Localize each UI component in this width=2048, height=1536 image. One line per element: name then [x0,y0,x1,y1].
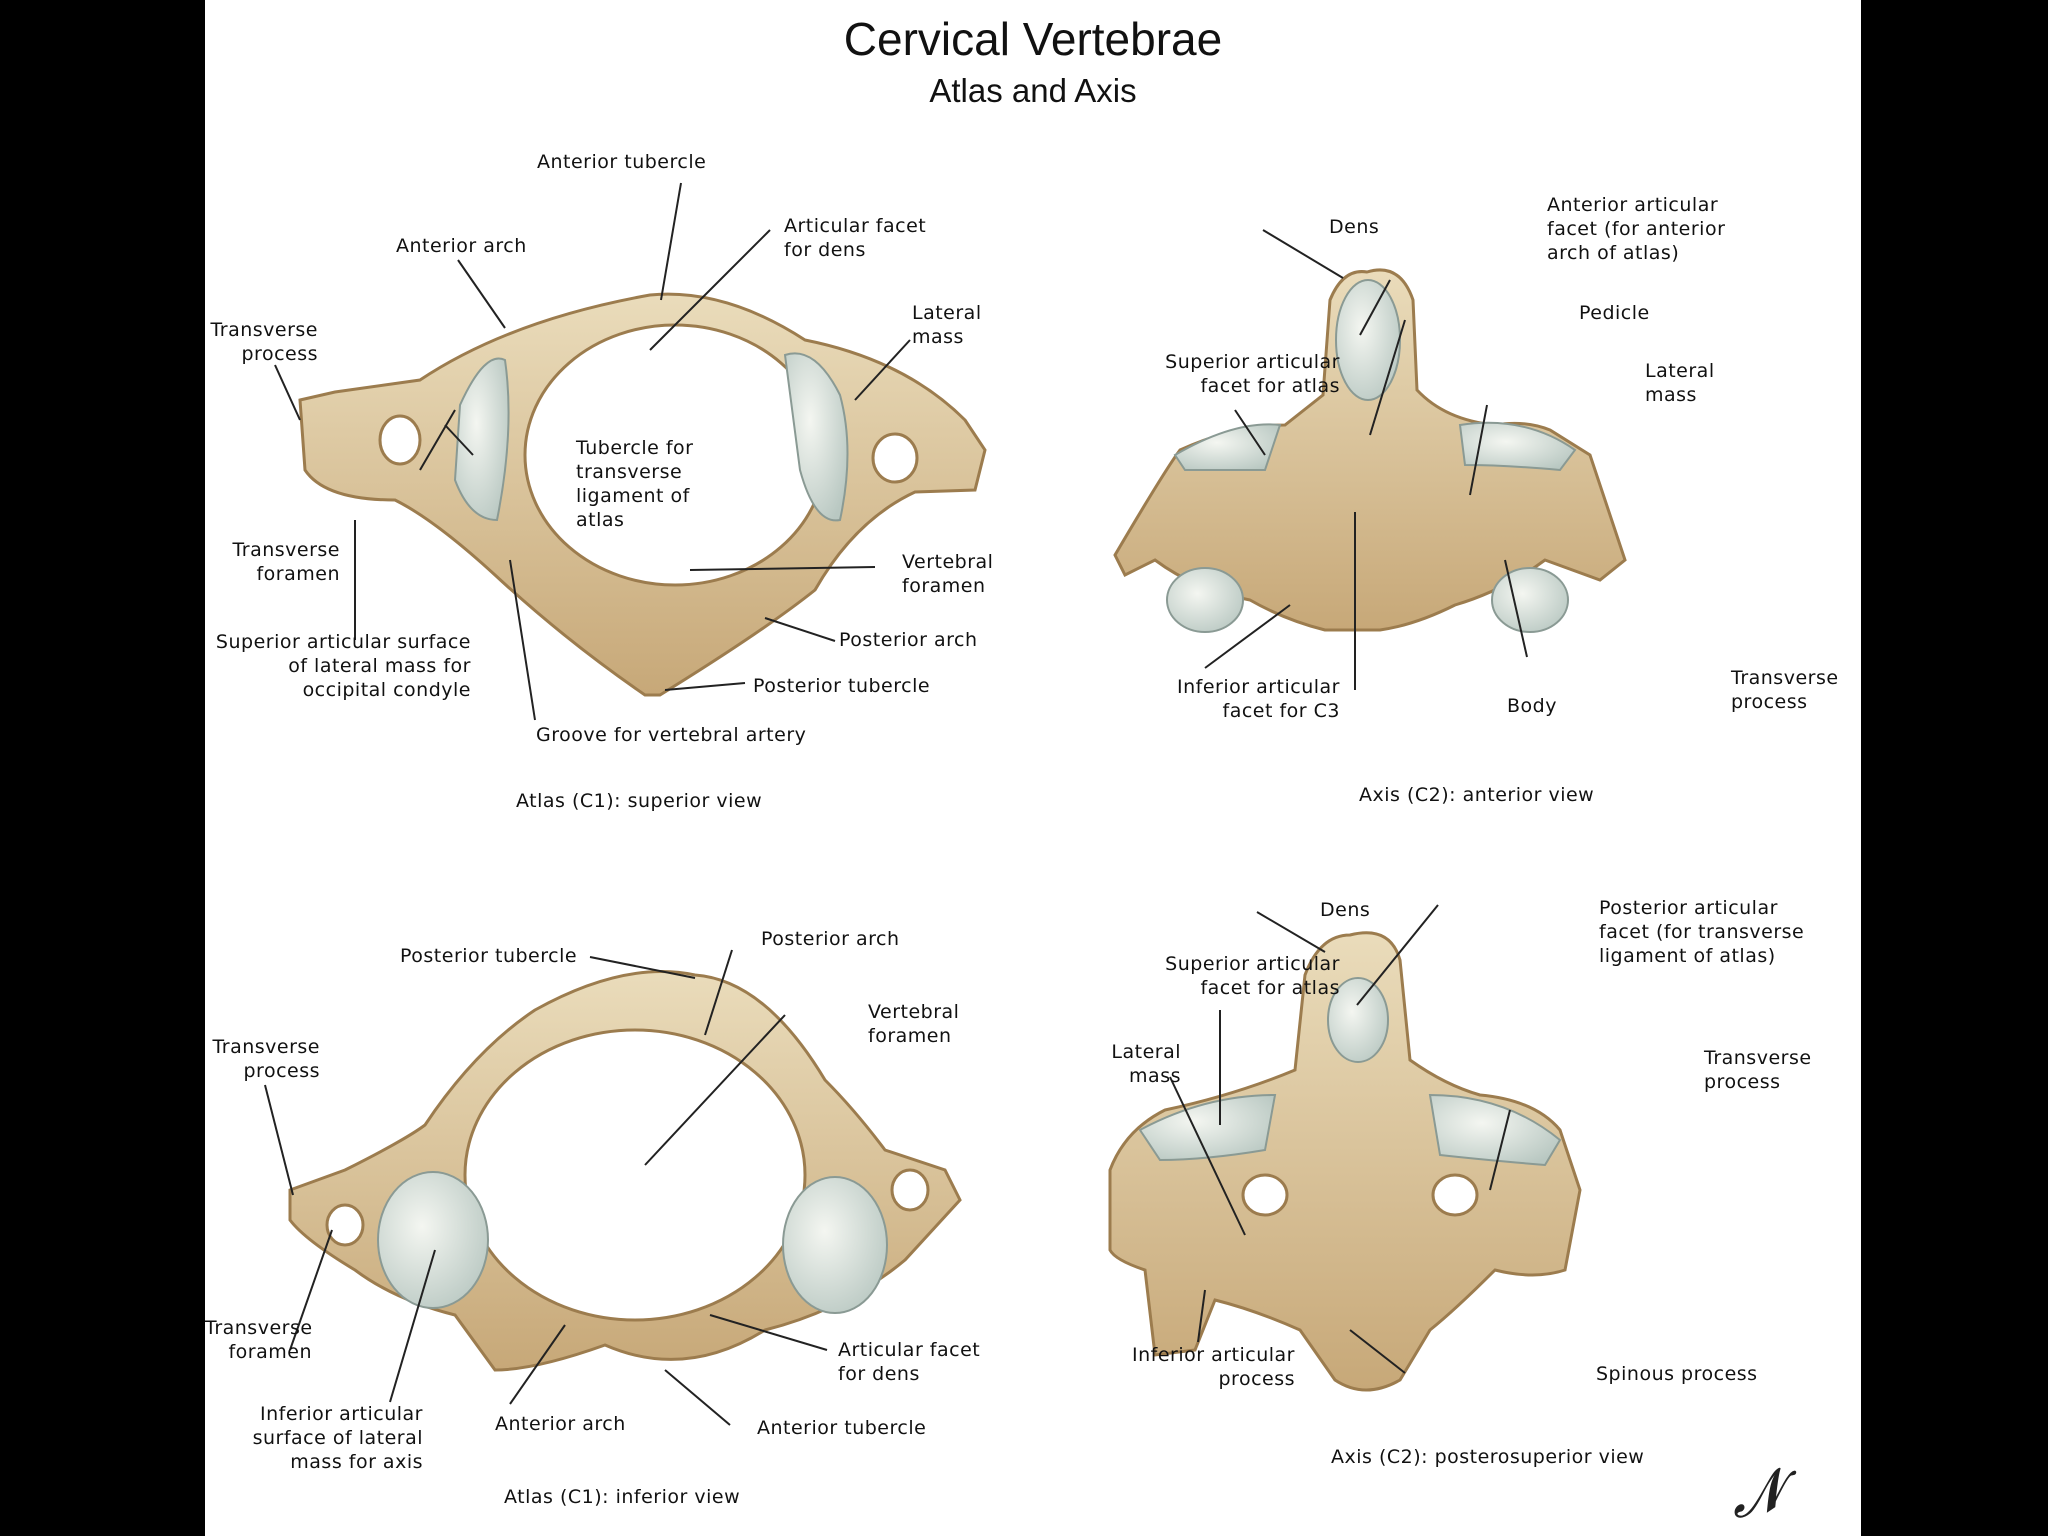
label-vertebral-foramen-inf: Vertebral foramen [868,1001,960,1047]
label-articular-facet-dens-inf: Articular facet for dens [838,1339,981,1385]
atlas-inferior-left-facet [377,1171,489,1309]
label-transverse-process-ant: Transverse process [1731,667,1839,713]
caption-atlas-superior: Atlas (C1): superior view [516,790,763,812]
label-superior-articular-facet-post: Superior articular facet for atlas [1165,953,1340,999]
label-lateral-mass-sup: Lateral mass [912,302,982,348]
axis-anterior-dens-facet [1335,279,1401,401]
label-transverse-process-inf: Transverse process [212,1036,320,1082]
atlas-superior-view [298,292,987,697]
caption-axis-anterior: Axis (C2): anterior view [1359,784,1595,806]
anatomy-illustrations [264,182,1627,1426]
axis-posterosuperior-dens-facet [1327,977,1389,1063]
atlas-inferior-view [288,970,962,1372]
axis-posterosuperior-bone [1108,931,1582,1392]
axis-anterior-left-superior-facet [1173,423,1282,472]
axis-anterior-view [1113,268,1627,633]
label-vertebral-foramen-sup: Vertebral foramen [902,551,994,597]
axis-posterosuperior-right-foramen [1431,1173,1479,1217]
axis-posterosuperior-leader-lines [1169,904,1511,1374]
label-superior-articular-facet-ant: Superior articular facet for atlas [1165,351,1340,397]
figure-title: Cervical Vertebrae [843,13,1223,65]
label-pedicle: Pedicle [1579,302,1650,324]
label-anterior-arch-sup: Anterior arch [396,235,527,257]
label-spinous-process: Spinous process [1596,1363,1758,1385]
label-inferior-articular-surface: Inferior articular surface of lateral ma… [252,1403,423,1473]
atlas-superior-right-transverse-foramen [871,432,919,484]
atlas-inferior-right-transverse-foramen [890,1168,930,1212]
label-tubercle-transverse-ligament: Tubercle for transverse ligament of atla… [576,437,694,531]
atlas-inferior-left-transverse-foramen [325,1203,365,1247]
label-inferior-articular-facet: Inferior articular facet for C3 [1177,676,1340,722]
label-lateral-mass-post: Lateral mass [1111,1041,1181,1087]
label-anterior-tubercle-inf: Anterior tubercle [757,1417,927,1439]
caption-atlas-inferior: Atlas (C1): inferior view [504,1486,741,1508]
label-posterior-arch-sup: Posterior arch [839,629,978,651]
atlas-inferior-leader-lines [264,949,828,1426]
figure-subtitle: Atlas and Axis [929,72,1137,109]
axis-posterosuperior-view [1108,931,1582,1392]
axis-posterosuperior-left-foramen [1241,1173,1289,1217]
label-transverse-process-sup: Transverse process [210,319,318,365]
label-posterior-tubercle-inf: Posterior tubercle [400,945,578,967]
caption-axis-posterosuperior: Axis (C2): posterosuperior view [1331,1446,1645,1468]
axis-posterosuperior-right-superior-facet [1428,1093,1562,1167]
label-posterior-articular-facet: Posterior articular facet (for transvers… [1599,897,1805,967]
axis-posterosuperior-left-superior-facet [1138,1093,1277,1162]
figure-page: Cervical Vertebrae Atlas and Axis [205,0,1861,1536]
label-articular-facet-dens-sup: Articular facet for dens [784,215,927,261]
atlas-superior-leader-lines [274,182,911,721]
label-anterior-tubercle-sup: Anterior tubercle [537,151,707,173]
atlas-superior-left-facet [453,357,510,522]
label-transverse-foramen-sup: Transverse foramen [232,539,340,585]
label-anterior-arch-inf: Anterior arch [495,1413,626,1435]
axis-anterior-left-inferior-facet [1166,567,1244,633]
label-dens-post: Dens [1320,899,1371,921]
axis-anterior-right-superior-facet [1458,421,1577,472]
label-transverse-foramen-inf: Transverse foramen [205,1317,313,1363]
label-transverse-process-post: Transverse process [1704,1047,1812,1093]
label-lateral-mass-ant: Lateral mass [1645,360,1715,406]
label-inferior-articular-process: Inferior articular process [1132,1344,1295,1390]
atlas-superior-left-transverse-foramen [378,414,422,466]
atlas-inferior-vertebral-foramen [463,1028,807,1322]
label-anterior-articular-facet: Anterior articular facet (for anterior a… [1547,194,1726,264]
axis-anterior-leader-lines [1204,229,1528,690]
axis-anterior-right-inferior-facet [1491,567,1569,633]
label-dens-ant: Dens [1329,216,1380,238]
atlas-inferior-right-facet [782,1176,888,1314]
label-superior-articular-surface: Superior articular surface of lateral ma… [215,631,471,701]
label-groove-vertebral-artery: Groove for vertebral artery [536,724,807,746]
atlas-superior-right-facet [783,352,849,522]
label-posterior-tubercle-sup: Posterior tubercle [753,675,931,697]
label-posterior-arch-inf: Posterior arch [761,928,900,950]
label-body: Body [1507,695,1557,717]
